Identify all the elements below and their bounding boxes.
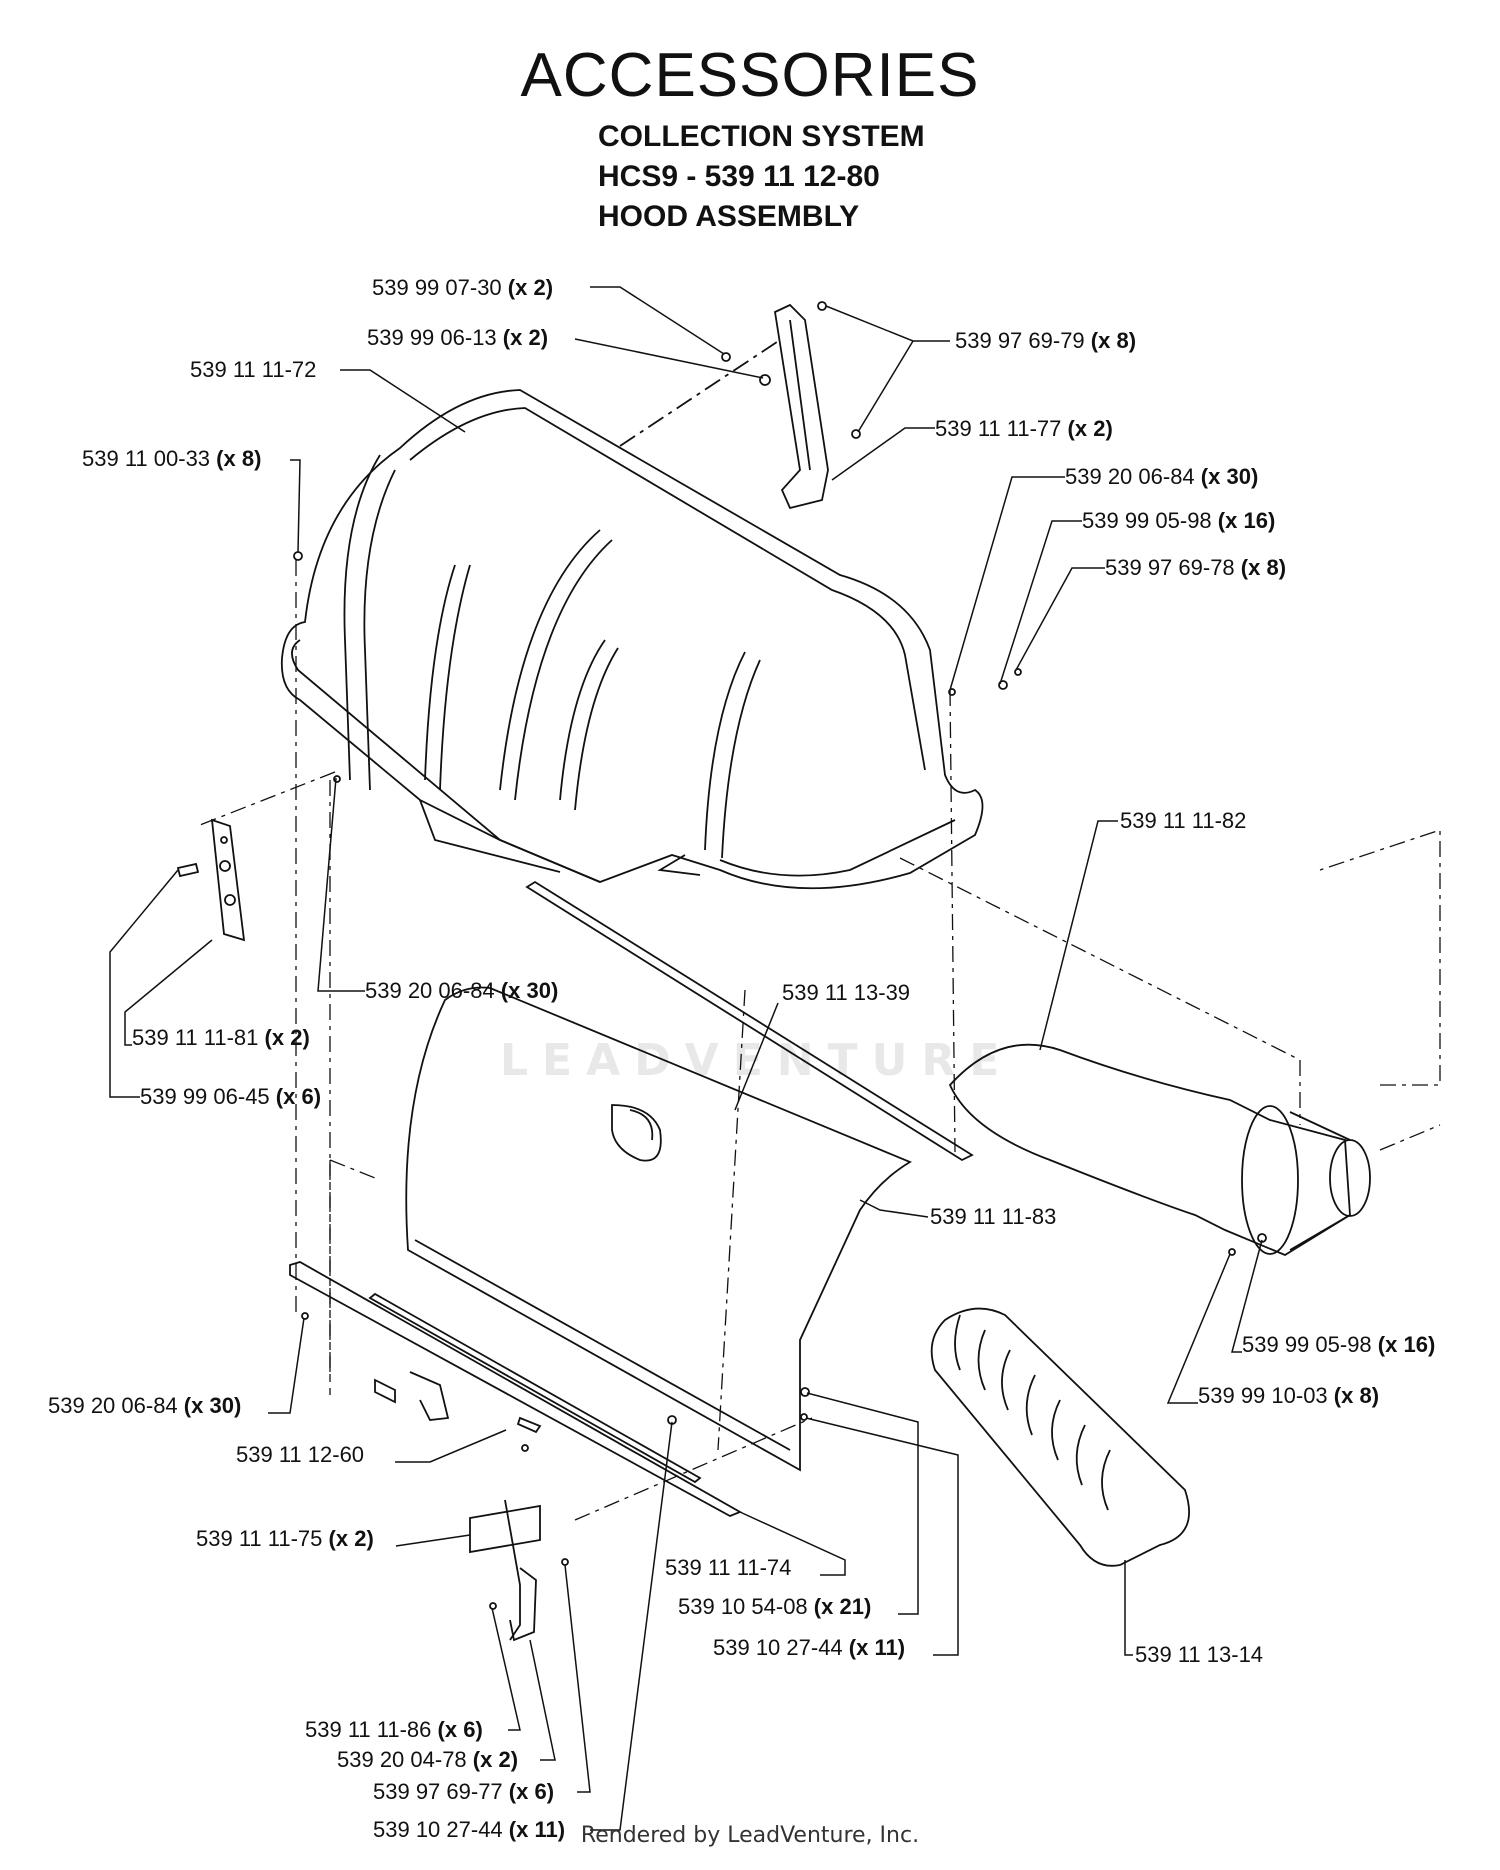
callout-label: 539 99 07-30 (x 2) <box>372 275 553 300</box>
callout-label: 539 11 12-60 <box>236 1442 364 1467</box>
callout-label: 539 20 06-84 (x 30) <box>48 1393 241 1418</box>
mounting-plate-part <box>176 818 246 942</box>
callout-label: 539 97 69-77 (x 6) <box>373 1779 554 1804</box>
callout-label: 539 20 06-84 (x 30) <box>1065 464 1258 489</box>
callout-label: 539 11 11-75 (x 2) <box>196 1526 374 1551</box>
leader-lines <box>109 286 1263 1831</box>
callout-label: 539 99 05-98 (x 16) <box>1242 1332 1435 1357</box>
callout-label: 539 11 11-72 <box>190 357 316 382</box>
callout-label: 539 11 13-14 <box>1135 1642 1263 1667</box>
callout-label: 539 11 11-77 (x 2) <box>935 416 1113 441</box>
callout-label: 539 11 11-81 (x 2) <box>132 1025 310 1050</box>
callout-label: 539 97 69-79 (x 8) <box>955 328 1136 353</box>
rubber-strip-part <box>525 880 974 1162</box>
callout-label: 539 97 69-78 (x 8) <box>1105 555 1286 580</box>
subtitle-hood-assembly: HOOD ASSEMBLY <box>598 200 860 233</box>
callout-label: 539 99 10-03 (x 8) <box>1198 1383 1379 1408</box>
callout-label: 539 11 11-74 <box>665 1555 791 1580</box>
hitch-part <box>469 1499 541 1642</box>
callout-label: 539 11 11-82 <box>1120 808 1246 833</box>
callout-label: 539 99 06-45 (x 6) <box>140 1084 321 1109</box>
chute-panel-part <box>405 986 912 1472</box>
callout-label: 539 99 06-13 (x 2) <box>367 325 548 350</box>
subtitle-collection-system: COLLECTION SYSTEM <box>598 120 925 153</box>
callout-label: 539 10 54-08 (x 21) <box>678 1594 871 1619</box>
parts-drawing <box>176 301 1371 1642</box>
callout-labels: 539 99 07-30 (x 2) 539 99 06-13 (x 2) 53… <box>48 275 1435 1842</box>
mounting-rail-part <box>289 1261 743 1517</box>
callout-label: 539 11 11-86 (x 6) <box>305 1717 483 1742</box>
callout-label: 539 10 27-44 (x 11) <box>713 1635 905 1660</box>
footer-credit: Rendered by LeadVenture, Inc. <box>580 1823 920 1848</box>
hood-part <box>280 339 984 890</box>
callout-label: 539 20 06-84 (x 30) <box>365 978 558 1003</box>
callout-label: 539 11 13-39 <box>782 980 910 1005</box>
side-bracket-part <box>774 303 829 510</box>
page-title: ACCESSORIES <box>520 41 980 110</box>
callout-label: 539 11 00-33 (x 8) <box>82 446 261 471</box>
dash-dot-alignment-lines <box>199 560 1441 1521</box>
subtitle-model: HCS9 - 539 11 12-80 <box>598 160 880 193</box>
callout-label: 539 11 11-83 <box>930 1204 1056 1229</box>
watermark-text: LEADVENTURE <box>500 1035 1013 1086</box>
callout-label: 539 20 04-78 (x 2) <box>337 1747 518 1772</box>
callout-label: 539 99 05-98 (x 16) <box>1082 508 1275 533</box>
hardware-fasteners <box>293 301 1267 1610</box>
callout-label: 539 10 27-44 (x 11) <box>373 1817 565 1842</box>
flex-hose-part <box>930 1307 1190 1567</box>
